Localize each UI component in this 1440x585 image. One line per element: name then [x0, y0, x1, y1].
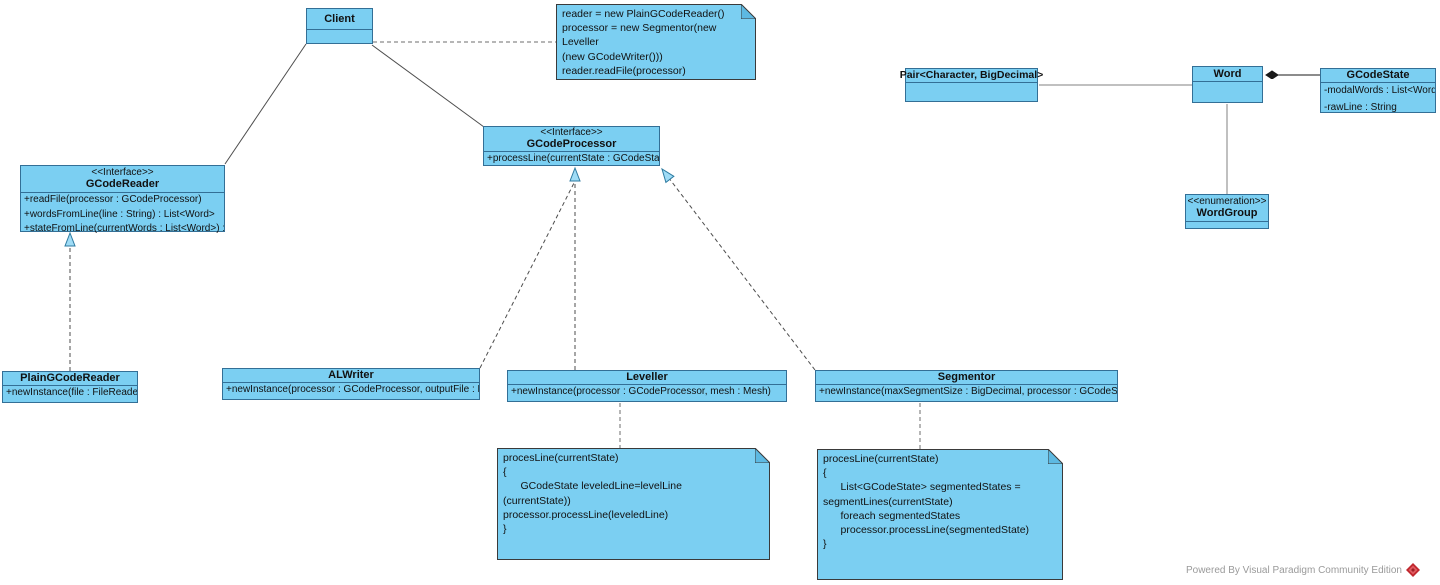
class-gcodestate-attributes: -modalWords : List<Word> -rawLine : Stri…: [1321, 83, 1435, 116]
class-alwriter-name: ALWriter: [328, 369, 374, 382]
class-gcodestate[interactable]: GCodeState -modalWords : List<Word> -raw…: [1320, 68, 1436, 113]
class-pair[interactable]: Pair<Character, BigDecimal>: [900, 68, 1043, 102]
operation-wordsfromline: +wordsFromLine(line : String) : List<Wor…: [24, 208, 215, 220]
note-client-code[interactable]: reader = new PlainGCodeReader() processo…: [556, 4, 756, 80]
powered-by-text: Powered By Visual Paradigm Community Edi…: [1185, 564, 1402, 576]
class-leveller[interactable]: Leveller +newInstance(processor : GCodeP…: [507, 370, 787, 402]
class-segmentor[interactable]: Segmentor +newInstance(maxSegmentSize : …: [815, 370, 1118, 402]
association-client-gcodeprocessor[interactable]: [371, 44, 485, 128]
class-wordgroup-stereotype: <<enumeration>>: [1187, 195, 1267, 207]
class-leveller-header: Leveller: [508, 371, 786, 385]
class-client-header: Client: [307, 9, 372, 30]
class-segmentor-header: Segmentor: [816, 371, 1117, 385]
class-gcodeprocessor[interactable]: <<Interface>> GCodeProcessor +processLin…: [483, 126, 660, 166]
class-word-header: Word: [1193, 67, 1262, 82]
operation-newinstance-file: +newInstance(file : FileReader): [6, 387, 137, 398]
class-segmentor-operations: +newInstance(maxSegmentSize : BigDecimal…: [816, 385, 1117, 401]
class-segmentor-name: Segmentor: [937, 371, 996, 384]
realization-alwriter-gcodeprocessor[interactable]: [479, 182, 575, 369]
operation-newinstance-leveller: +newInstance(processor : GCodeProcessor,…: [511, 386, 771, 397]
class-gcodereader[interactable]: <<Interface>> GCodeReader +readFile(proc…: [20, 165, 225, 234]
operation-statefromline: +stateFromLine(currentWords : List<Word>…: [24, 223, 224, 234]
note-segmentor-code-text: procesLine(currentState) { List<GCodeSta…: [823, 453, 1030, 551]
class-word-name: Word: [1213, 67, 1242, 80]
class-pair-empty-compartment: [906, 83, 1037, 101]
class-plaingcodereader-operations: +newInstance(file : FileReader): [3, 386, 137, 402]
class-alwriter[interactable]: ALWriter +newInstance(processor : GCodeP…: [222, 368, 480, 400]
class-gcodereader-operations: +readFile(processor : GCodeProcessor) +w…: [21, 193, 224, 237]
class-word[interactable]: Word: [1192, 66, 1263, 103]
class-gcodereader-header: <<Interface>> GCodeReader: [21, 166, 224, 193]
powered-by-watermark: Powered By Visual Paradigm Community Edi…: [1186, 563, 1420, 577]
class-plaingcodereader-name: PlainGCodeReader: [20, 372, 120, 385]
class-gcodestate-header: GCodeState: [1321, 69, 1435, 83]
class-word-empty-compartment: [1193, 82, 1262, 102]
class-wordgroup-name: WordGroup: [1196, 207, 1258, 220]
operation-processline: +processLine(currentState : GCodeState): [487, 153, 659, 164]
class-gcodeprocessor-name: GCodeProcessor: [526, 138, 617, 151]
class-plaingcodereader[interactable]: PlainGCodeReader +newInstance(file : Fil…: [2, 371, 138, 403]
operation-newinstance-alwriter: +newInstance(processor : GCodeProcessor,…: [226, 384, 479, 395]
class-gcodereader-stereotype: <<Interface>>: [91, 166, 154, 178]
class-gcodestate-name: GCodeState: [1346, 69, 1410, 82]
class-pair-header: Pair<Character, BigDecimal>: [900, 69, 1043, 83]
attribute-rawline: -rawLine : String: [1324, 101, 1397, 113]
class-alwriter-header: ALWriter: [223, 369, 479, 383]
note-fold-icon: [741, 4, 756, 19]
class-client[interactable]: Client: [306, 8, 373, 44]
visual-paradigm-logo-icon: [1406, 563, 1420, 577]
note-fold-icon: [1048, 449, 1063, 464]
class-gcodeprocessor-stereotype: <<Interface>>: [540, 126, 603, 138]
class-pair-name: Pair<Character, BigDecimal>: [899, 69, 1044, 82]
note-leveller-code-text: procesLine(currentState) { GCodeState le…: [503, 452, 682, 535]
class-gcodeprocessor-operations: +processLine(currentState : GCodeState): [484, 152, 659, 167]
class-wordgroup[interactable]: <<enumeration>> WordGroup: [1185, 194, 1269, 229]
class-client-name: Client: [324, 12, 355, 25]
note-fold-icon: [755, 448, 770, 463]
class-wordgroup-header: <<enumeration>> WordGroup: [1186, 195, 1268, 222]
class-leveller-name: Leveller: [626, 371, 668, 384]
note-leveller-code[interactable]: procesLine(currentState) { GCodeState le…: [497, 448, 770, 560]
note-segmentor-code[interactable]: procesLine(currentState) { List<GCodeSta…: [817, 449, 1063, 580]
class-gcodeprocessor-header: <<Interface>> GCodeProcessor: [484, 127, 659, 152]
realization-segmentor-gcodeprocessor[interactable]: [661, 167, 816, 371]
class-client-empty-compartment: [307, 30, 372, 43]
class-wordgroup-empty-compartment: [1186, 222, 1268, 228]
attribute-modalwords: -modalWords : List<Word>: [1324, 85, 1435, 96]
class-leveller-operations: +newInstance(processor : GCodeProcessor,…: [508, 385, 786, 401]
class-gcodereader-name: GCodeReader: [85, 178, 160, 191]
class-plaingcodereader-header: PlainGCodeReader: [3, 372, 137, 386]
note-client-code-text: reader = new PlainGCodeReader() processo…: [562, 8, 725, 77]
operation-newinstance-segmentor: +newInstance(maxSegmentSize : BigDecimal…: [819, 386, 1117, 397]
operation-readfile: +readFile(processor : GCodeProcessor): [24, 194, 202, 205]
class-alwriter-operations: +newInstance(processor : GCodeProcessor,…: [223, 383, 479, 399]
association-client-gcodereader[interactable]: [224, 43, 307, 165]
